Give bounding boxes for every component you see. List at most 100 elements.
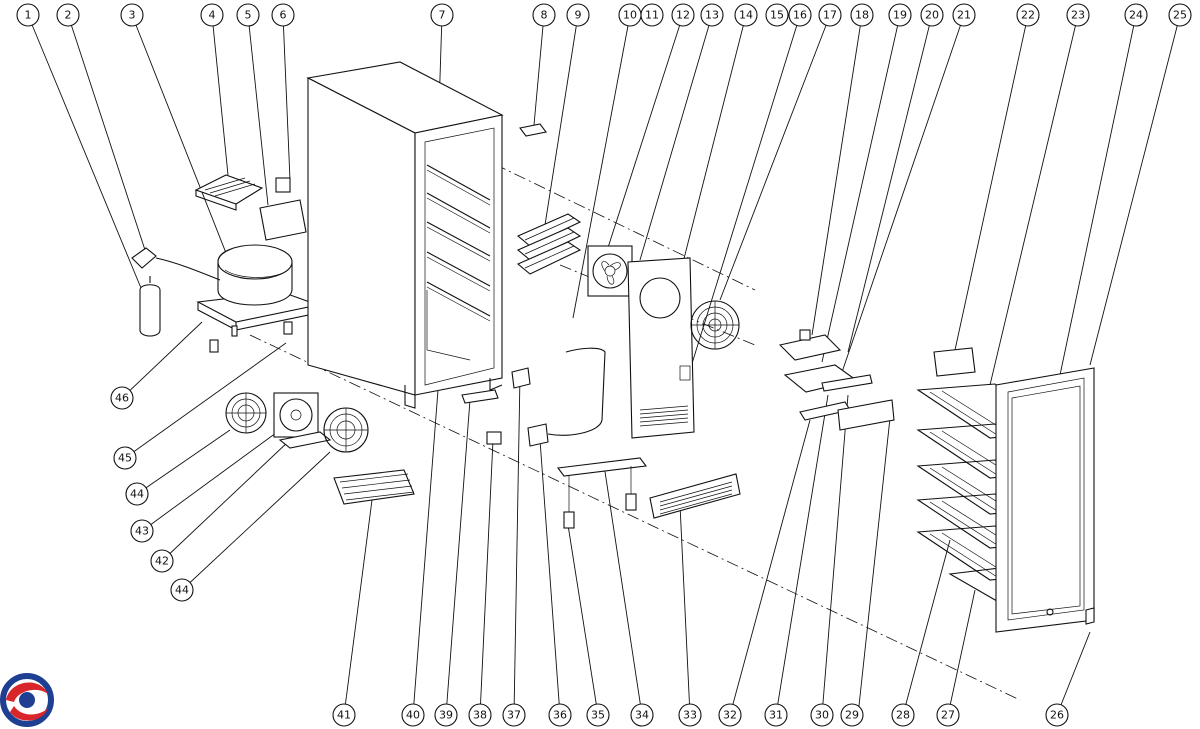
callout-27: 27 [936, 703, 960, 727]
svg-text:39: 39 [439, 709, 453, 722]
svg-text:19: 19 [893, 9, 907, 22]
svg-text:3: 3 [129, 9, 136, 22]
svg-text:41: 41 [337, 709, 351, 722]
condenser-fan-set [225, 392, 369, 453]
callout-2: 2 [56, 3, 80, 27]
callout-24: 24 [1124, 3, 1148, 27]
svg-text:30: 30 [815, 709, 829, 722]
back-panel [627, 257, 695, 439]
callout-37: 37 [502, 703, 526, 727]
callout-34: 34 [630, 703, 654, 727]
svg-text:14: 14 [739, 9, 753, 22]
callout-22: 22 [1016, 3, 1040, 27]
callout-20: 20 [920, 3, 944, 27]
svg-text:44: 44 [130, 488, 144, 501]
callout-3: 3 [120, 3, 144, 27]
svg-text:7: 7 [439, 9, 446, 22]
svg-text:10: 10 [623, 9, 637, 22]
svg-text:13: 13 [705, 9, 719, 22]
callout-29: 29 [840, 703, 864, 727]
logo-swoosh-red [6, 682, 48, 702]
callout-11: 11 [640, 3, 664, 27]
callouts-top: 1 2 3 4 5 6 7 8 9 10 11 12 13 14 15 16 1… [16, 3, 1192, 27]
callout-16: 16 [788, 3, 812, 27]
callout-41: 41 [332, 703, 356, 727]
svg-text:37: 37 [507, 709, 521, 722]
callout-12: 12 [671, 3, 695, 27]
fan-guard-rear [690, 300, 740, 350]
callout-18: 18 [850, 3, 874, 27]
callout-25: 25 [1168, 3, 1192, 27]
callout-44-lower: 44 [170, 578, 194, 602]
leveling-bracket [556, 457, 648, 529]
callout-10: 10 [618, 3, 642, 27]
svg-text:22: 22 [1021, 9, 1035, 22]
callout-39: 39 [434, 703, 458, 727]
glass-door [995, 367, 1095, 633]
svg-text:28: 28 [896, 709, 910, 722]
svg-text:17: 17 [823, 9, 837, 22]
svg-text:44: 44 [175, 584, 189, 597]
callouts-left: 46 45 44 43 42 44 [110, 386, 194, 602]
small-parts [461, 123, 549, 447]
logo-swoosh-red-2 [10, 706, 48, 721]
callout-23: 23 [1066, 3, 1090, 27]
svg-text:11: 11 [645, 9, 659, 22]
svg-text:4: 4 [209, 9, 216, 22]
svg-text:34: 34 [635, 709, 649, 722]
callout-5: 5 [236, 3, 260, 27]
svg-text:40: 40 [406, 709, 420, 722]
svg-text:6: 6 [280, 9, 287, 22]
control-board [778, 329, 895, 431]
callout-35: 35 [586, 703, 610, 727]
svg-text:23: 23 [1071, 9, 1085, 22]
svg-text:20: 20 [925, 9, 939, 22]
callout-38: 38 [468, 703, 492, 727]
condenser-coil [333, 469, 415, 505]
svg-text:32: 32 [723, 709, 737, 722]
svg-text:45: 45 [118, 452, 132, 465]
callout-44-upper: 44 [125, 482, 149, 506]
svg-text:46: 46 [115, 392, 129, 405]
callout-6: 6 [271, 3, 295, 27]
svg-text:35: 35 [591, 709, 605, 722]
callout-8: 8 [532, 3, 556, 27]
callout-33: 33 [678, 703, 702, 727]
evaporator-coil [516, 213, 582, 275]
callout-46: 46 [110, 386, 134, 410]
callouts-bottom: 41 40 39 38 37 36 35 34 33 32 31 30 29 2… [332, 703, 1069, 727]
drain-tube [547, 347, 606, 436]
svg-text:5: 5 [245, 9, 252, 22]
callout-42: 42 [150, 549, 174, 573]
logo-ring-blue [0, 673, 54, 727]
callout-4: 4 [200, 3, 224, 27]
svg-text:31: 31 [769, 709, 783, 722]
callout-14: 14 [734, 3, 758, 27]
svg-text:25: 25 [1173, 9, 1187, 22]
brand-logo [0, 673, 54, 727]
callout-30: 30 [810, 703, 834, 727]
svg-text:12: 12 [676, 9, 690, 22]
callout-31: 31 [764, 703, 788, 727]
callout-7: 7 [430, 3, 454, 27]
svg-text:43: 43 [135, 525, 149, 538]
callout-45: 45 [113, 446, 137, 470]
svg-text:2: 2 [65, 9, 72, 22]
svg-text:27: 27 [941, 709, 955, 722]
svg-text:33: 33 [683, 709, 697, 722]
callout-40: 40 [401, 703, 425, 727]
cabinet-body [306, 61, 504, 409]
svg-text:1: 1 [25, 9, 32, 22]
compressor-assembly [131, 174, 321, 353]
fan-unit-rear [587, 245, 633, 297]
svg-text:18: 18 [855, 9, 869, 22]
svg-text:38: 38 [473, 709, 487, 722]
callout-43: 43 [130, 519, 154, 543]
callout-9: 9 [566, 3, 590, 27]
svg-text:26: 26 [1050, 709, 1064, 722]
vent-grille [649, 473, 741, 519]
svg-text:24: 24 [1129, 9, 1143, 22]
callout-28: 28 [891, 703, 915, 727]
svg-text:36: 36 [553, 709, 567, 722]
